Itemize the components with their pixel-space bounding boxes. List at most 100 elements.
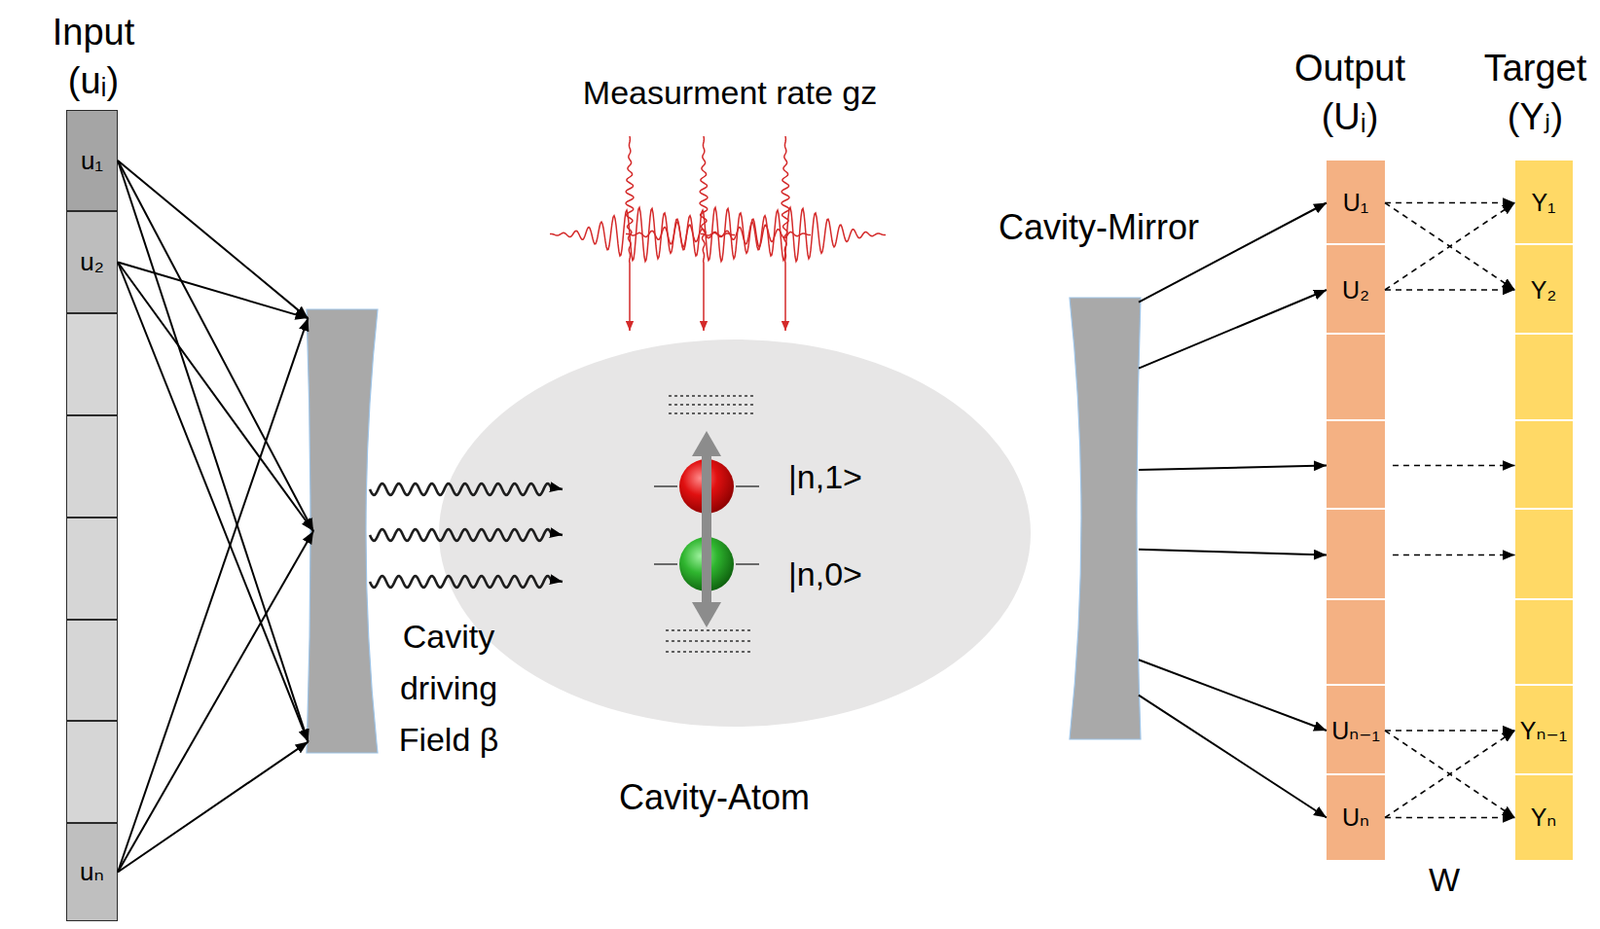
cell-label: U₁ — [1343, 188, 1370, 218]
mirror-caption: Cavity driving Field β — [375, 611, 522, 766]
cell-label: Uₙ — [1342, 803, 1370, 833]
region-caption: Cavity-Atom — [568, 777, 861, 819]
cell-label-box: u₂ — [66, 211, 118, 314]
driving-wave — [369, 529, 563, 542]
input-fan-line — [117, 531, 314, 873]
signal-column: Output (Uᵢ)U₁U₂Uₙ₋₁Uₙ — [1326, 160, 1385, 861]
cell-label: Uₙ₋₁ — [1331, 717, 1381, 746]
measurement-wave — [549, 207, 735, 261]
weight-connection — [1384, 729, 1516, 732]
empty-cell — [1326, 421, 1385, 510]
mirror-shape — [1069, 297, 1141, 740]
signal-arrow — [1138, 203, 1327, 303]
node-text-box: |n,1> — [788, 456, 925, 498]
measurement-waves — [549, 136, 886, 331]
mirror-body — [1069, 297, 1141, 740]
signal-cell: Yₙ — [1515, 775, 1573, 861]
input-fan-line — [117, 262, 308, 320]
mirror-caption: Cavity-Mirror — [952, 207, 1245, 249]
free-label-box: W — [1415, 861, 1474, 900]
column-heading-box: Output (Uᵢ) — [1283, 43, 1417, 142]
signal-arrow — [117, 160, 308, 319]
cavity-mirror: Cavity driving Field β — [306, 309, 378, 754]
ground-state-ball — [679, 537, 734, 592]
weight-connection — [1384, 730, 1516, 819]
node-text-box: |n,0> — [788, 553, 925, 595]
driving-wave — [369, 483, 563, 496]
empty-cell — [1515, 334, 1573, 422]
extra-connections — [117, 160, 1516, 873]
cell-label: Y₂ — [1530, 276, 1557, 305]
input-fan-line — [117, 262, 309, 743]
empty-cell — [1515, 509, 1573, 601]
cell-label-box: Yₙ — [1515, 775, 1573, 861]
level-ticks — [654, 486, 760, 565]
weight-connection — [1392, 465, 1516, 468]
node-text-box: Cavity driving Field β — [375, 611, 522, 766]
signal-cell: Yₙ₋₁ — [1515, 686, 1573, 776]
mirror-shape — [306, 309, 378, 754]
signal-cell: uₙ — [66, 823, 118, 922]
signal-arrow — [1138, 290, 1327, 369]
weight-matrix-label: W — [1415, 861, 1474, 900]
column-heading-box: Input (uᵢ) — [33, 7, 154, 106]
measurement-wave — [699, 136, 708, 331]
empty-cell — [1515, 421, 1573, 510]
empty-cell — [1326, 334, 1385, 422]
empty-cell — [66, 517, 118, 620]
driving-field-waves — [369, 483, 563, 588]
measurement-wave — [625, 207, 811, 261]
weight-connection — [1384, 203, 1516, 291]
weight-connection — [1384, 730, 1516, 819]
signal-cell: u₂ — [66, 211, 118, 314]
cell-label: u₂ — [79, 247, 105, 278]
cavity-ellipse — [438, 339, 1031, 728]
empty-cell — [66, 313, 118, 416]
column-heading: Output (Uᵢ) — [1283, 43, 1417, 142]
output-arrow — [1138, 549, 1327, 556]
cell-label: Y₁ — [1530, 188, 1556, 218]
cell-label: u₁ — [80, 145, 104, 177]
mirror-body — [306, 309, 378, 754]
signal-cell: u₁ — [66, 109, 118, 212]
weight-connection — [1384, 203, 1516, 291]
weight-connection — [1392, 554, 1516, 557]
signal-column: Input (uᵢ)u₁u₂uₙ — [66, 109, 118, 922]
node-text-box: Cavity-Mirror — [952, 207, 1245, 249]
empty-cell — [66, 415, 118, 518]
input-fan-line — [117, 160, 309, 743]
cavity-region: |n,1>|n,0>Cavity-Atom — [438, 339, 1031, 728]
cavity-ellipse-body — [438, 339, 1031, 728]
input-fan-line — [117, 318, 308, 873]
cell-label-box: uₙ — [66, 823, 118, 922]
weight-connection — [1384, 289, 1516, 291]
column-heading-box: Target (Yⱼ) — [1475, 43, 1597, 142]
upper-levels — [668, 396, 756, 414]
weight-connection — [1384, 817, 1516, 820]
input-fan-line — [117, 160, 314, 532]
empty-cell — [1515, 600, 1573, 687]
driving-wave — [369, 576, 563, 588]
signal-arrow — [1138, 659, 1327, 731]
free-label-box: Measurment rate gz — [506, 73, 954, 112]
cell-label-box: u₁ — [66, 109, 118, 212]
empty-cell — [66, 619, 118, 722]
signal-cell: Uₙ₋₁ — [1326, 686, 1385, 776]
cell-label: Yₙ₋₁ — [1520, 717, 1567, 746]
signal-arrow — [1138, 695, 1327, 819]
signal-arrow — [117, 262, 314, 533]
cell-label-box: Yₙ₋₁ — [1515, 686, 1573, 776]
two-level-atom — [654, 396, 760, 653]
excited-state-ball — [679, 459, 734, 514]
output-arrow — [1138, 466, 1327, 472]
state-label: |n,1> — [788, 456, 925, 498]
signal-cell: Y₁ — [1515, 160, 1573, 246]
cell-label: U₂ — [1342, 276, 1370, 305]
measurement-rate-label: Measurment rate gz — [506, 73, 954, 112]
cavity-mirror: Cavity-Mirror — [1069, 297, 1141, 740]
state-label: |n,0> — [788, 553, 925, 595]
empty-cell — [1326, 600, 1385, 687]
empty-cell — [1326, 509, 1385, 601]
cell-label-box: Y₁ — [1515, 160, 1573, 246]
